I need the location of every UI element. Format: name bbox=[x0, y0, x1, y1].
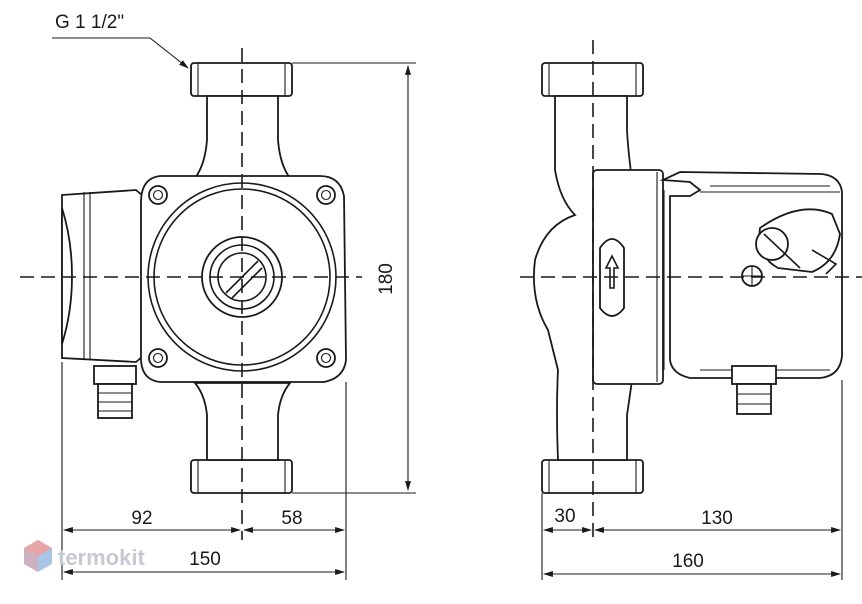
dim-side-left: 30 bbox=[554, 506, 575, 527]
terminal-box bbox=[61, 189, 144, 363]
bottom-pipe-neck bbox=[193, 382, 292, 461]
flow-arrow-icon bbox=[604, 254, 620, 289]
side-cable-gland bbox=[736, 383, 772, 415]
side-cable-gland-nut bbox=[731, 365, 777, 385]
side-view bbox=[520, 40, 862, 540]
cable-gland bbox=[97, 383, 133, 419]
thread-label: G 1 1/2" bbox=[55, 12, 124, 33]
termokit-logo: termokit bbox=[24, 540, 145, 572]
logo-text: termokit bbox=[58, 545, 145, 570]
dim-front-right: 58 bbox=[281, 508, 302, 529]
front-dimensions: 180 92 58 150 bbox=[61, 62, 416, 580]
dim-front-total: 150 bbox=[189, 549, 221, 570]
side-dimensions: 30 130 160 bbox=[541, 380, 843, 580]
cable-gland-nut bbox=[93, 365, 137, 385]
dim-height: 180 bbox=[376, 263, 397, 295]
front-view: G 1 1/2" bbox=[20, 12, 362, 540]
dim-side-total: 160 bbox=[672, 551, 704, 572]
thread-leader bbox=[52, 37, 189, 69]
dim-side-right: 130 bbox=[701, 508, 733, 529]
knob-pointer bbox=[763, 233, 801, 269]
dim-front-left: 92 bbox=[131, 508, 152, 529]
housing-bolts bbox=[148, 185, 336, 368]
knob-dial bbox=[755, 227, 789, 261]
terminal-box-lip bbox=[61, 207, 73, 345]
